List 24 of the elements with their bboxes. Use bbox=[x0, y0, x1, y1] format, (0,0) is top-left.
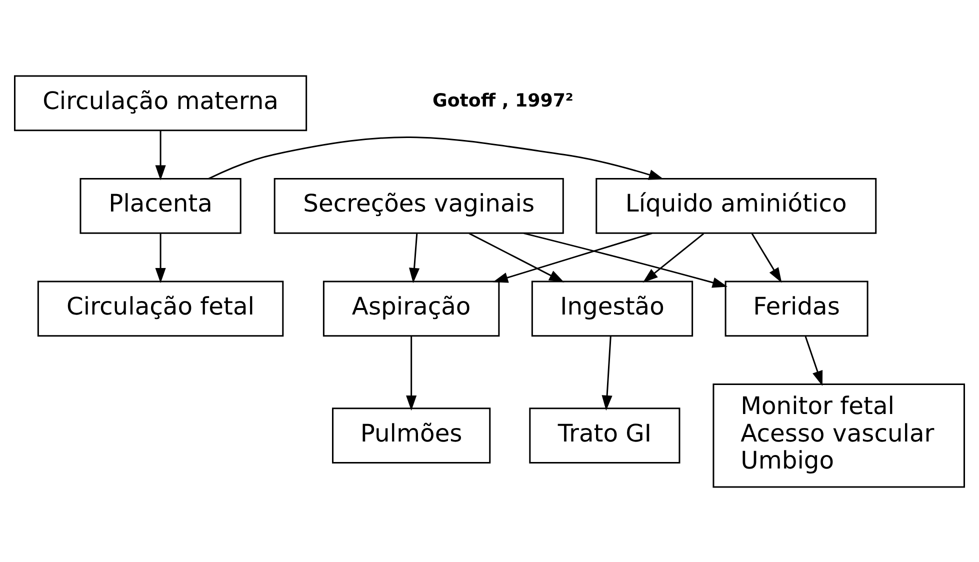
node-box: Secreções vaginais bbox=[274, 178, 564, 234]
node-box: Feridas bbox=[724, 280, 868, 336]
arrow bbox=[409, 233, 420, 283]
arrow bbox=[208, 136, 664, 180]
node-box: Placenta bbox=[80, 178, 242, 234]
node-box: Aspiração bbox=[322, 280, 500, 336]
node-box: Circulação fetal bbox=[37, 280, 284, 336]
arrow bbox=[602, 336, 612, 410]
arrow bbox=[492, 232, 652, 282]
arrow bbox=[751, 232, 782, 282]
arrow bbox=[804, 336, 823, 386]
node-box: Pulmões bbox=[332, 407, 491, 464]
arrow bbox=[468, 232, 564, 282]
arrow bbox=[524, 232, 728, 288]
node-box: Líquido aminiótico bbox=[596, 178, 877, 234]
arrow bbox=[155, 130, 166, 180]
arrow bbox=[406, 336, 417, 410]
arrow bbox=[642, 232, 704, 282]
label: Gotoff , 1997² bbox=[432, 90, 574, 111]
node-box: Circulação materna bbox=[14, 74, 308, 131]
node-box: Monitor fetal Acesso vascular Umbigo bbox=[712, 382, 965, 488]
node-box: Ingestão bbox=[531, 280, 694, 336]
node-box: Trato GI bbox=[529, 407, 680, 464]
arrow bbox=[155, 233, 166, 283]
